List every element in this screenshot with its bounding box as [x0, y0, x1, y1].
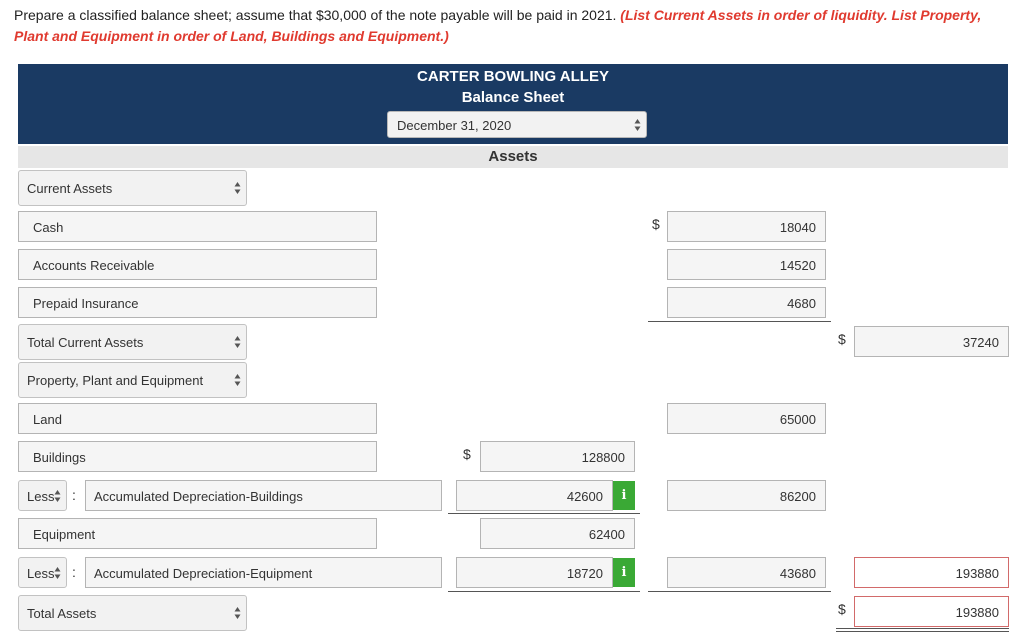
less-select-buildings[interactable]: Less	[18, 480, 67, 511]
land-label-field[interactable]: Land	[18, 403, 377, 434]
total-ppe-amount-input[interactable]: 193880	[854, 557, 1009, 588]
colon-separator: :	[72, 487, 76, 503]
accounts-receivable-amount: 14520	[779, 258, 816, 273]
less-select-equipment[interactable]: Less	[18, 557, 67, 588]
info-button[interactable]: i	[613, 558, 635, 587]
acc-dep-buildings-amount: 42600	[566, 489, 603, 504]
buildings-label-field[interactable]: Buildings	[18, 441, 377, 472]
instructions: Prepare a classified balance sheet; assu…	[14, 5, 1009, 47]
land-label: Land	[33, 412, 62, 427]
subtotal-line	[448, 513, 640, 514]
select-arrows-icon	[234, 182, 241, 194]
acc-dep-buildings-label-field[interactable]: Accumulated Depreciation-Buildings	[85, 480, 442, 511]
cash-amount-input[interactable]: 18040	[667, 211, 826, 242]
buildings-amount: 128800	[581, 450, 625, 465]
equipment-net-amount: 43680	[779, 566, 816, 581]
prepaid-insurance-label: Prepaid Insurance	[33, 296, 139, 311]
colon-separator: :	[72, 564, 76, 580]
total-assets-amount-input[interactable]: 193880	[854, 596, 1009, 627]
total-current-assets-amount: 37240	[962, 335, 999, 350]
assets-section-header: Assets	[18, 146, 1008, 168]
cash-amount: 18040	[779, 220, 816, 235]
equipment-label-field[interactable]: Equipment	[18, 518, 377, 549]
total-ppe-amount: 193880	[955, 566, 999, 581]
select-arrows-icon	[54, 566, 61, 579]
cash-label-field[interactable]: Cash	[18, 211, 377, 242]
date-select-value: December 31, 2020	[397, 118, 512, 133]
select-arrows-icon	[234, 374, 241, 386]
subtotal-line	[648, 321, 831, 322]
select-arrows-icon	[234, 336, 241, 348]
total-current-assets-select[interactable]: Total Current Assets	[18, 324, 247, 360]
date-select[interactable]: December 31, 2020	[387, 111, 647, 138]
total-assets-select[interactable]: Total Assets	[18, 595, 247, 631]
company-name: CARTER BOWLING ALLEY	[417, 68, 609, 85]
less-label: Less	[27, 489, 55, 504]
select-arrows-icon	[54, 489, 61, 502]
equipment-amount: 62400	[588, 527, 625, 542]
dollar-sign: $	[463, 446, 471, 462]
total-assets-label: Total Assets	[27, 606, 97, 621]
equipment-label: Equipment	[33, 527, 96, 542]
land-amount: 65000	[779, 412, 816, 427]
statement-title: Balance Sheet	[461, 89, 565, 106]
prepaid-insurance-amount-input[interactable]: 4680	[667, 287, 826, 318]
land-amount-input[interactable]: 65000	[667, 403, 826, 434]
accounts-receivable-amount-input[interactable]: 14520	[667, 249, 826, 280]
acc-dep-equipment-amount-input[interactable]: 18720	[456, 557, 613, 588]
buildings-net-amount: 86200	[779, 489, 816, 504]
buildings-amount-input[interactable]: 128800	[480, 441, 635, 472]
prepaid-insurance-label-field[interactable]: Prepaid Insurance	[18, 287, 377, 318]
prepaid-insurance-amount: 4680	[787, 296, 816, 311]
accounts-receivable-label: Accounts Receivable	[33, 258, 155, 273]
cash-label: Cash	[33, 220, 64, 235]
double-underline	[836, 628, 1009, 629]
equipment-amount-input[interactable]: 62400	[480, 518, 635, 549]
instructions-main: Prepare a classified balance sheet; assu…	[14, 7, 617, 23]
current-assets-label: Current Assets	[27, 181, 113, 196]
acc-dep-buildings-amount-input[interactable]: 42600	[456, 480, 613, 511]
acc-dep-equipment-label: Accumulated Depreciation-Equipment	[94, 566, 313, 581]
less-label: Less	[27, 566, 55, 581]
accounts-receivable-label-field[interactable]: Accounts Receivable	[18, 249, 377, 280]
select-arrows-icon	[234, 607, 241, 619]
equipment-net-amount-input[interactable]: 43680	[667, 557, 826, 588]
buildings-label: Buildings	[33, 450, 86, 465]
subtotal-line	[448, 591, 640, 592]
total-current-assets-label: Total Current Assets	[27, 335, 144, 350]
dollar-sign: $	[652, 216, 660, 232]
assets-title: Assets	[488, 148, 538, 165]
buildings-net-amount-input[interactable]: 86200	[667, 480, 826, 511]
current-assets-select[interactable]: Current Assets	[18, 170, 247, 206]
dollar-sign: $	[838, 331, 846, 347]
acc-dep-equipment-label-field[interactable]: Accumulated Depreciation-Equipment	[85, 557, 442, 588]
dollar-sign: $	[838, 601, 846, 617]
instructions-note: (List Current Assets in order of liquidi…	[14, 7, 982, 44]
info-button[interactable]: i	[613, 481, 635, 510]
acc-dep-buildings-label: Accumulated Depreciation-Buildings	[94, 489, 303, 504]
ppe-label: Property, Plant and Equipment	[27, 373, 204, 388]
acc-dep-equipment-amount: 18720	[566, 566, 603, 581]
double-underline	[836, 631, 1009, 632]
total-current-assets-amount-input[interactable]: 37240	[854, 326, 1009, 357]
select-arrows-icon	[634, 118, 641, 131]
ppe-select[interactable]: Property, Plant and Equipment	[18, 362, 247, 398]
subtotal-line	[648, 591, 831, 592]
total-assets-amount: 193880	[955, 605, 999, 620]
